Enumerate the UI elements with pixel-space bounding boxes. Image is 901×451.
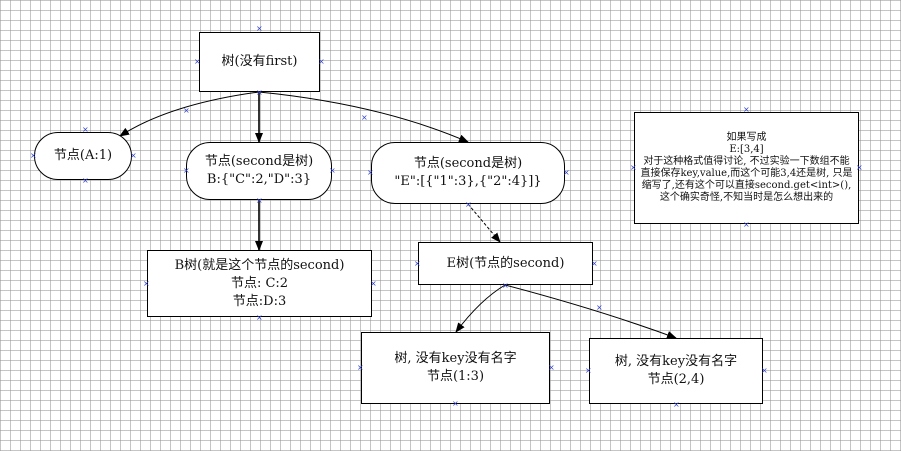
x-handle-icon[interactable]: × bbox=[357, 363, 364, 372]
x-handle-icon[interactable]: × bbox=[194, 57, 201, 66]
note-body: 对于这种格式值得讨论, 不过实验一下数组不能直接保存key,value,而这个可… bbox=[640, 156, 853, 203]
edge-root-to-node-e bbox=[258, 91, 469, 143]
x-handle-icon[interactable]: × bbox=[256, 24, 263, 33]
x-handle-icon[interactable]: × bbox=[743, 105, 750, 114]
node-a-pill[interactable]: 节点(A:1) bbox=[34, 132, 132, 180]
x-handle-icon[interactable]: × bbox=[256, 88, 263, 97]
tree-e-box[interactable]: E树(节点的second) bbox=[418, 242, 593, 285]
x-handle-icon[interactable]: × bbox=[673, 400, 680, 409]
x-handle-icon[interactable]: × bbox=[563, 168, 570, 177]
tree-e1-box[interactable]: 树, 没有key没有名字 节点(1:3) bbox=[361, 332, 550, 404]
edge-root-to-node-a bbox=[119, 91, 260, 137]
x-handle-icon[interactable]: × bbox=[361, 113, 368, 122]
x-handle-icon[interactable]: × bbox=[370, 279, 377, 288]
tree-root-box[interactable]: 树(没有first) bbox=[199, 32, 320, 92]
note-heading: 如果写成 bbox=[726, 132, 767, 143]
x-handle-icon[interactable]: × bbox=[183, 166, 190, 175]
x-handle-icon[interactable]: × bbox=[130, 151, 137, 160]
x-handle-icon[interactable]: × bbox=[452, 399, 459, 408]
tree-e2-node: 节点(2,4) bbox=[647, 372, 705, 387]
edge-tree-e-to-e2 bbox=[504, 284, 677, 339]
x-handle-icon[interactable]: × bbox=[143, 279, 150, 288]
node-b-pill[interactable]: 节点(second是树) B:{"C":2,"D":3} bbox=[186, 142, 332, 200]
note-box[interactable]: 如果写成 E:[3,4] 对于这种格式值得讨论, 不过实验一下数组不能直接保存k… bbox=[634, 112, 859, 224]
tree-e2-title: 树, 没有key没有名字 bbox=[614, 354, 738, 369]
edge-node-e-to-tree-e bbox=[467, 203, 501, 243]
x-handle-icon[interactable]: × bbox=[256, 313, 263, 322]
x-handle-icon[interactable]: × bbox=[591, 259, 598, 268]
tree-e1-node: 节点(1:3) bbox=[426, 369, 485, 384]
x-handle-icon[interactable]: × bbox=[596, 303, 603, 312]
node-b-label: 节点(second是树) bbox=[204, 154, 314, 169]
x-handle-icon[interactable]: × bbox=[630, 163, 637, 172]
tree-root-label: 树(没有first) bbox=[221, 54, 298, 69]
x-handle-icon[interactable]: × bbox=[367, 168, 374, 177]
x-handle-icon[interactable]: × bbox=[548, 363, 555, 372]
x-handle-icon[interactable]: × bbox=[329, 166, 336, 175]
x-handle-icon[interactable]: × bbox=[82, 176, 89, 185]
node-e-label: 节点(second是树) bbox=[413, 156, 523, 171]
x-handle-icon[interactable]: × bbox=[585, 366, 592, 375]
x-handle-icon[interactable]: × bbox=[414, 259, 421, 268]
tree-b-node-c: 节点: C:2 bbox=[230, 275, 289, 291]
tree-e1-title: 树, 没有key没有名字 bbox=[394, 351, 517, 366]
edge-tree-e-to-e1 bbox=[455, 284, 506, 333]
node-b-value: B:{"C":2,"D":3} bbox=[206, 172, 312, 187]
x-handle-icon[interactable]: × bbox=[318, 57, 325, 66]
tree-b-box[interactable]: B树(就是这个节点的second) 节点: C:2 节点:D:3 bbox=[147, 250, 372, 317]
x-handle-icon[interactable]: × bbox=[761, 366, 768, 375]
x-handle-icon[interactable]: × bbox=[256, 196, 263, 205]
x-handle-icon[interactable]: × bbox=[183, 106, 190, 115]
x-handle-icon[interactable]: × bbox=[743, 220, 750, 229]
x-handle-icon[interactable]: × bbox=[856, 163, 863, 172]
tree-b-title: B树(就是这个节点的second) bbox=[174, 257, 345, 273]
x-handle-icon[interactable]: × bbox=[82, 125, 89, 134]
x-handle-icon[interactable]: × bbox=[465, 200, 472, 209]
x-handle-icon[interactable]: × bbox=[502, 281, 509, 290]
note-example: E:[3,4] bbox=[729, 144, 764, 155]
node-e-pill[interactable]: 节点(second是树) "E":[{"1":3},{"2":4}]} bbox=[371, 142, 565, 204]
x-handle-icon[interactable]: × bbox=[30, 151, 37, 160]
tree-b-node-d: 节点:D:3 bbox=[232, 293, 287, 309]
node-a-label: 节点(A:1) bbox=[53, 148, 113, 163]
tree-e2-box[interactable]: 树, 没有key没有名字 节点(2,4) bbox=[589, 338, 763, 404]
node-e-value: "E":[{"1":3},{"2":4}]} bbox=[394, 174, 542, 189]
tree-e-title: E树(节点的second) bbox=[446, 255, 565, 271]
